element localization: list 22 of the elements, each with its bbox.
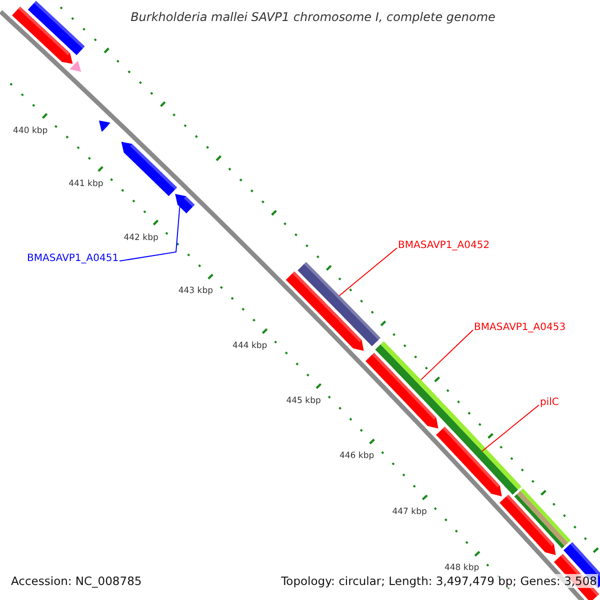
leader-line: [338, 248, 398, 296]
gene-label: BMASAVP1_A0451: [27, 253, 119, 264]
accession-text: Accession: NC_008785: [10, 574, 143, 588]
scale-label: 445 kbp: [286, 396, 321, 406]
gene-label: BMASAVP1_A0453: [474, 322, 566, 333]
scale-label: 440 kbp: [13, 126, 48, 136]
gene-label: BMASAVP1_A0452: [398, 240, 490, 251]
scale-label: 443 kbp: [178, 286, 213, 296]
scale-label: 444 kbp: [232, 340, 268, 351]
gene-feature: [175, 194, 195, 214]
scale-label: 446 kbp: [339, 451, 374, 462]
gene-label: pilC: [540, 397, 559, 408]
genome-info-text: Topology: circular; Length: 3,497,479 bp; Genes: 3,508: [280, 574, 598, 588]
scale-label: 448 kbp: [444, 562, 480, 573]
leader-line: [420, 330, 474, 380]
leader-line: [482, 404, 540, 452]
gene-feature: [298, 262, 381, 346]
scale-label: 441 kbp: [68, 179, 104, 190]
scale-label: 447 kbp: [392, 506, 427, 517]
leader-line: [119, 206, 180, 262]
title: Burkholderia mallei SAVP1 chromosome I, complete genome: [130, 10, 496, 24]
scale-label: 442 kbp: [124, 232, 158, 243]
